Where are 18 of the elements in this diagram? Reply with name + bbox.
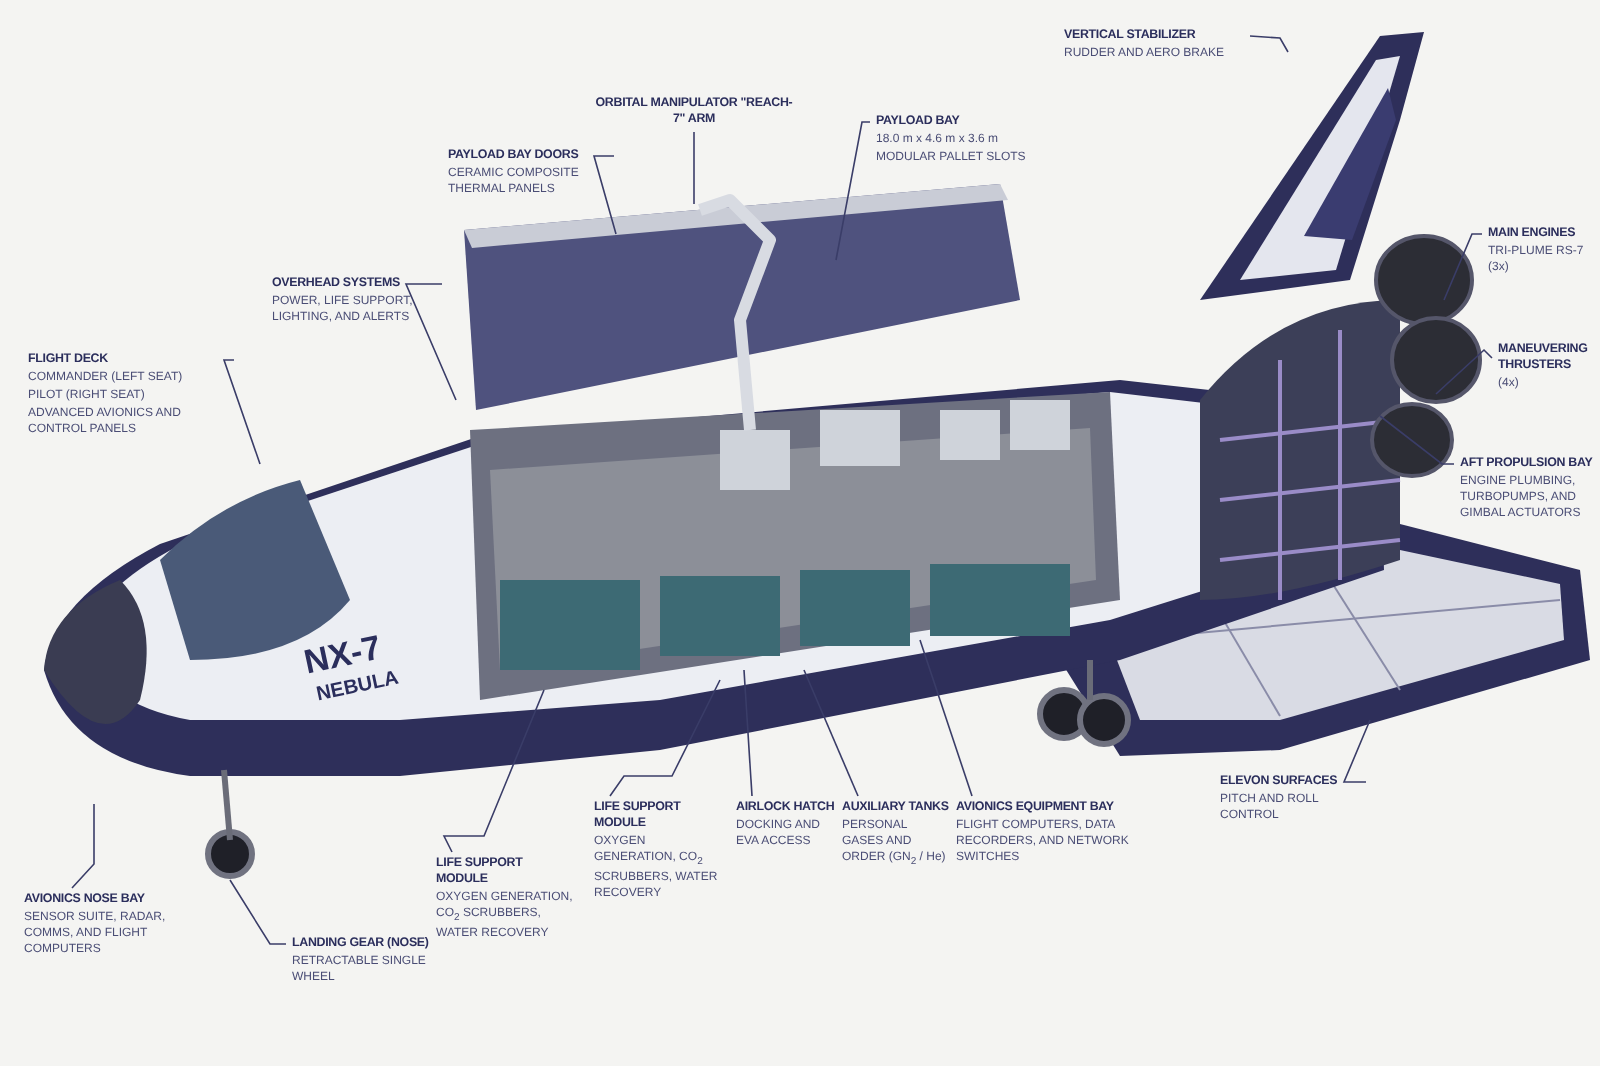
leader-line	[1342, 719, 1371, 783]
leader-line	[609, 679, 721, 797]
leader-line	[743, 669, 753, 797]
leader-line	[835, 121, 871, 261]
leader-line	[442, 689, 545, 853]
vehicle-name: NEBULA	[314, 667, 401, 707]
leader-line	[229, 879, 287, 945]
leader-line	[1379, 415, 1455, 465]
leader-line	[404, 283, 457, 401]
leader-line	[919, 639, 973, 797]
leader-line	[1443, 233, 1483, 301]
leader-line	[1249, 35, 1289, 53]
leader-line	[592, 155, 617, 235]
leader-line	[1435, 348, 1493, 395]
leader-line	[222, 359, 261, 465]
leader-line	[803, 669, 859, 797]
leader-line	[71, 803, 95, 889]
leader-line	[693, 131, 695, 205]
